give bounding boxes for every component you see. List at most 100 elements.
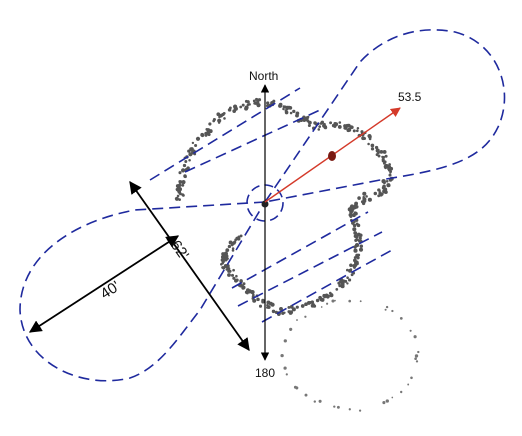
track-dot [292,109,296,114]
track-dot [360,200,364,204]
track-dot [349,206,353,210]
faint-dot [385,399,389,403]
track-dot [349,209,352,212]
faint-dot [304,393,308,397]
dimension-62-line [129,180,250,352]
track-dot [309,301,312,304]
right-lobe-outline [264,29,506,203]
track-dot [388,184,391,187]
track-dot [320,120,325,125]
track-dot [383,160,387,164]
track-dot [346,276,349,279]
dot-path-upper [174,97,394,244]
track-dot [387,167,390,171]
track-dot [258,304,263,308]
track-dot [291,307,296,312]
track-dot [223,264,228,268]
faint-dot [320,306,323,308]
faint-dot [326,302,329,305]
track-dot [200,132,205,137]
faint-dot [348,299,352,303]
track-dot [338,284,342,288]
track-dot [356,126,360,130]
track-dot [347,127,352,132]
track-dot [283,311,286,315]
track-dot [370,147,375,151]
track-dot [248,103,251,106]
track-dot [373,191,378,196]
track-dot [241,103,245,107]
track-dot [300,304,305,308]
track-dot [374,145,379,150]
track-dot [278,102,283,107]
track-dot [235,274,238,278]
track-dot [359,233,363,238]
faint-dot [391,396,394,399]
track-dot [284,109,288,113]
track-dot [356,256,360,260]
track-dot [256,297,260,302]
faint-dot [304,315,307,318]
track-dot [232,109,237,113]
track-dot [251,292,255,295]
faint-dot [391,309,394,313]
track-dot [365,195,368,198]
track-dot [377,154,381,158]
track-dot [352,222,355,226]
track-dot [358,236,362,240]
track-dot [338,121,342,124]
track-dot [362,191,367,196]
faint-dot [400,390,403,394]
faint-dot [384,308,387,311]
faint-dot [399,317,403,320]
track-dot [377,194,381,198]
track-dot [343,124,347,128]
parallel-lines-upper [149,87,321,181]
track-dot [287,310,291,314]
faint-dot [348,408,351,411]
faint-dot [382,401,386,405]
faint-dot [413,335,417,339]
track-dot [208,122,212,126]
track-dot [325,294,330,299]
track-dot [239,105,243,109]
faint-dot [331,299,335,303]
track-dot [361,136,365,141]
track-dot [178,171,182,175]
track-dot [232,268,235,272]
track-dot [356,238,360,242]
track-dot [235,278,239,282]
track-dot [384,190,388,194]
faint-dot [417,350,420,354]
dot-path-faint [280,299,420,412]
track-dot [367,142,370,146]
track-dot [348,278,352,282]
track-dot [282,107,285,111]
track-dot [302,117,307,122]
track-dot [355,243,360,247]
track-dot [381,155,384,159]
track-dot [354,211,358,216]
track-dot [181,193,185,197]
track-dot [349,215,353,218]
track-dot [357,196,361,200]
track-dot [329,293,334,298]
track-dot [334,122,339,127]
track-dot [183,174,187,179]
track-dot [194,143,198,148]
track-dot [283,105,287,109]
track-dot [358,247,364,252]
track-dot [313,121,317,125]
track-dot [287,305,291,309]
track-dot [266,303,269,307]
dimension-40-label: 40' [97,278,123,303]
faint-dot [336,405,340,409]
track-dot [225,248,230,253]
track-dot [352,129,356,133]
track-dot [385,180,389,183]
track-dot [182,163,187,168]
track-dot [177,190,182,194]
faint-dot [409,329,412,332]
track-dot [195,136,201,141]
